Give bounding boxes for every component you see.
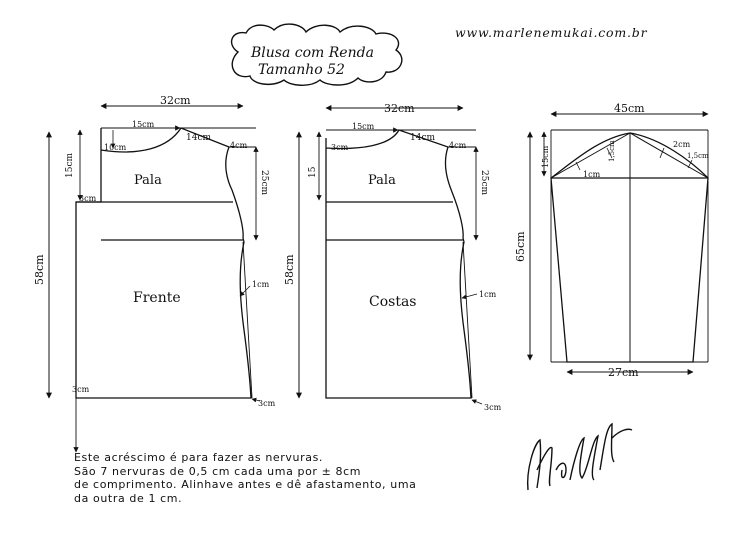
- sleeve-back-low-tick: [687, 159, 693, 169]
- title-line2: Tamanho 52: [258, 62, 345, 78]
- sleeve-center-tick: [606, 147, 613, 159]
- front-labels: 32cm 15cm 14cm 10cm 4cm 15cm 25cm Pala F…: [33, 94, 276, 408]
- back-yoke-label: Pala: [368, 173, 396, 188]
- front-shoulder-drop-label: 4cm: [230, 141, 248, 150]
- signature: [526, 422, 633, 491]
- back-length-label: 58cm: [283, 254, 296, 285]
- website-url: www.marlenemukai.com.br: [455, 25, 648, 40]
- back-piece-label: Costas: [369, 294, 416, 310]
- back-piece: [296, 105, 483, 405]
- front-yoke-label: Pala: [134, 173, 162, 188]
- back-waist-arrow: [461, 293, 478, 300]
- back-armhole-label: 25cm: [479, 170, 489, 195]
- front-side-bottom-label: 3cm: [72, 385, 90, 394]
- back-outline: [325, 129, 472, 399]
- sleeve-back-curve-label: 1,5cm: [687, 152, 709, 160]
- front-side-extension: [242, 241, 253, 399]
- sleeve-front-curve-label: 2cm: [673, 140, 691, 149]
- sleeve-front-tick: [575, 161, 581, 171]
- title-cloud: Blusa com Renda Tamanho 52: [230, 23, 403, 86]
- sleeve-center-mark-label: 1,5cm: [608, 140, 616, 162]
- front-hem-arrow: [251, 397, 261, 403]
- front-width-label: 32cm: [160, 94, 191, 107]
- back-width-label: 32cm: [384, 102, 415, 115]
- back-labels: 32cm 15cm 14cm 3cm 4cm 15 25cm Pala Cost…: [283, 102, 502, 412]
- sleeve-back-guide: [629, 132, 709, 179]
- back-waist-label: 1cm: [479, 290, 497, 299]
- note-line-4: da outra de 1 cm.: [74, 491, 183, 505]
- front-side-top-label: 3cm: [79, 194, 97, 203]
- back-hem-arrow: [471, 399, 483, 405]
- sleeve-bottom-label: 27cm: [608, 366, 639, 379]
- back-side-extension: [462, 241, 473, 399]
- sleeve-back-tick: [659, 147, 665, 159]
- back-shoulder-len-label: 14cm: [410, 133, 435, 143]
- sleeve-cap-mark-label: 1cm: [583, 170, 601, 179]
- sleeve-length-label: 65cm: [514, 231, 527, 262]
- front-waist-label: 1cm: [252, 280, 270, 289]
- sleeve-labels: 45cm 27cm 65cm 15cm 2cm 1,5cm 1cm 1,5cm: [514, 102, 709, 379]
- front-length-label: 58cm: [33, 254, 46, 285]
- construction-note: Este acréscimo é para fazer as nervuras.…: [74, 451, 494, 505]
- back-yoke-height-label: 15: [308, 166, 318, 178]
- back-shoulder-offset-label: 15cm: [352, 122, 375, 131]
- sleeve-piece: [527, 111, 709, 375]
- signature-stroke: [526, 422, 633, 491]
- front-neck-depth-label: 10cm: [104, 143, 127, 152]
- note-line-2: São 7 nervuras de 0,5 cm cada uma por ± …: [74, 464, 362, 478]
- sleeve-width-label: 45cm: [614, 102, 645, 115]
- back-neck-depth-label: 3cm: [331, 143, 349, 152]
- front-outline: [75, 127, 252, 399]
- front-shoulder-len-label: 14cm: [186, 133, 211, 143]
- front-piece-label: Frente: [133, 290, 181, 306]
- back-shoulder-drop-label: 4cm: [449, 141, 467, 150]
- front-hem-label: 3cm: [258, 399, 276, 408]
- title-line1: Blusa com Renda: [250, 45, 374, 61]
- front-piece: [46, 103, 261, 453]
- front-armhole-label: 25cm: [259, 170, 269, 195]
- sleeve-cap-height-label: 15cm: [541, 145, 550, 168]
- back-hem-label: 3cm: [484, 403, 502, 412]
- front-shoulder-offset-label: 15cm: [132, 120, 155, 129]
- note-line-1: Este acréscimo é para fazer as nervuras.: [74, 451, 323, 464]
- note-line-3: de comprimento. Alinhave antes e dê afas…: [74, 478, 417, 491]
- sleeve-front-guide: [550, 132, 631, 179]
- front-waist-arrow: [239, 285, 251, 297]
- sleeve-outline: [550, 132, 709, 363]
- front-yoke-height-label: 15cm: [65, 153, 75, 178]
- cloud-outline: [230, 23, 403, 86]
